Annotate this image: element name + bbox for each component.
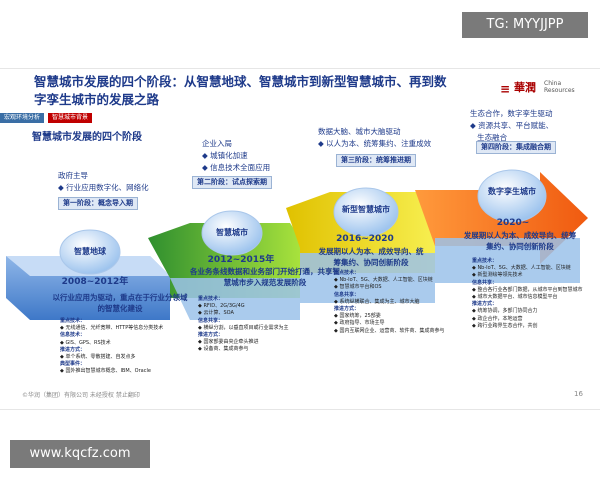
detail-item: ◆ 政企合作，本地运营 <box>472 315 523 322</box>
stage-4-driver-item: ◆ 资源共享、平台赋能、 <box>470 121 554 130</box>
stage-1-title: 智慧地球 <box>74 247 106 256</box>
detail-heading: 信息共享： <box>198 317 224 324</box>
detail-heading: 推进方式： <box>198 332 224 339</box>
stage-2-title: 智慧城市 <box>216 228 248 237</box>
stage-2-description: 各业务条线数据和业务部门开始打通，共享智慧城市步入规范发展阶段 <box>190 267 340 287</box>
stage-4-details: 重点技术： ◆ Nb-IoT、5G、大数据、人工智能、区块链 ◆ 新型测绘等领先… <box>472 258 590 330</box>
breadcrumb-section: 宏观环境分析 <box>0 113 45 123</box>
detail-item: ◆ 政府指导、市场主导 <box>334 320 385 327</box>
stage-4-title: 数字孪生城市 <box>488 187 536 196</box>
stage-4-sphere <box>477 169 547 223</box>
stage-2-driver-item: ◆ 信息技术全面应用 <box>202 163 271 172</box>
detail-item: ◆ 国内互联网企业、运营商、软件商、集成商参与 <box>334 327 445 334</box>
stage-steps-graphic <box>6 169 588 320</box>
stage-4-description: 发展期以人为本、成效导向、统筹集约、协同创新阶段 <box>463 231 577 251</box>
stage-4-driver-title: 生态合作，数字孪生驱动 <box>470 109 553 118</box>
detail-heading: 典型事件： <box>60 361 86 368</box>
detail-heading: 推进方式： <box>60 346 86 353</box>
detail-item: ◆ 国外推出智慧城市概念、IBM、Oracle <box>60 368 151 375</box>
stage-2-sphere <box>201 210 263 256</box>
stage-4-label: 第四阶段：集成融合期 <box>476 141 556 154</box>
stage-3-years: 2016~2020 <box>336 234 394 244</box>
detail-item: ◆ 云计算、SOA <box>198 310 234 317</box>
stage-3-driver-title: 数据大脑、城市大脑驱动 <box>318 127 401 136</box>
stage-2-label: 第二阶段：试点探索期 <box>192 176 272 189</box>
stage-1-driver-item: ◆ 行业应用数字化、网络化 <box>58 183 149 192</box>
detail-item: ◆ 单个系统、零散搭建、自发点多 <box>60 354 136 361</box>
detail-heading: 信息技术： <box>60 332 86 339</box>
stage-3-drivers: 数据大脑、城市大脑驱动 ◆ 以人为本、统筹集约、注重成效 <box>318 126 458 150</box>
stage-3-details: 重点技术： ◆ Nb-IoT、5G、大数据、人工智能、区块链 ◆ 智慧城市平台和… <box>334 270 462 335</box>
stage-1-years: 2008~2012年 <box>61 277 129 287</box>
stage-1-details: 重点技术： ◆ 无线通信、光纤宽带、HTTP等信息分类技术 信息技术： ◆ GI… <box>60 318 200 376</box>
detail-item: ◆ Nb-IoT、5G、大数据、人工智能、区块链 <box>334 277 433 284</box>
stage-1-description: 以行业应用为驱动，重点在于行业分领域的智慧化建设 <box>52 293 188 313</box>
stage-2-driver-title: 企业入局 <box>202 139 232 148</box>
detail-item: ◆ 整合各行业各部门数据，从城市平台到智慧城市 <box>472 286 583 293</box>
detail-item: ◆ 无线通信、光纤宽带、HTTP等信息分类技术 <box>60 325 164 332</box>
detail-item: ◆ Nb-IoT、5G、大数据、人工智能、区块链 <box>472 265 571 272</box>
stage-1-driver-title: 政府主导 <box>58 171 88 180</box>
logo-icon: ≡ <box>500 82 511 96</box>
stage-1-drivers: 政府主导 ◆ 行业应用数字化、网络化 <box>58 170 188 194</box>
stage-2-driver-item: ◆ 城镇化加速 <box>202 151 248 160</box>
detail-item: ◆ GIS、GPS、RS技术 <box>60 339 111 346</box>
detail-heading: 推进方式： <box>334 306 360 313</box>
detail-item: ◆ 设备商、集成商参与 <box>198 346 249 353</box>
logo-text-cn: 華潤 <box>514 81 536 94</box>
logo-text-en: China Resources <box>544 80 575 94</box>
detail-item: ◆ 统筹协调，多部门协同合力 <box>472 308 538 315</box>
detail-heading: 重点技术： <box>198 296 224 302</box>
detail-item: ◆ 城市大数据平台、城市信息模型平台 <box>472 294 558 301</box>
detail-heading: 推进方式： <box>472 301 498 308</box>
section-subtitle: 智慧城市发展的四个阶段 <box>32 132 142 143</box>
detail-heading: 信息共享： <box>472 279 498 286</box>
stage-3-label: 第三阶段：统筹推进期 <box>336 154 416 167</box>
detail-item: ◆ RFID、2G/3G/4G <box>198 303 245 310</box>
stage-3-sphere <box>333 187 399 237</box>
watermark-bottom: www.kqcfz.com <box>10 440 150 468</box>
breadcrumb-topic: 智慧城市背景 <box>48 113 93 123</box>
detail-heading: 重点技术： <box>472 258 498 264</box>
slide-footer: ©华润（集团）有限公司 未经授权 禁止翻印 <box>22 392 140 399</box>
stage-3-title: 新型智慧城市 <box>342 205 390 214</box>
detail-item: ◆ 国家部委由央企牵头推进 <box>198 339 259 346</box>
stage-2-years: 2012~2015年 <box>207 255 275 265</box>
stage-4-drivers: 生态合作，数字孪生驱动 ◆ 资源共享、平台赋能、 生态融合 <box>470 108 594 144</box>
stage-1-sphere <box>59 229 121 275</box>
stage-2-drivers: 企业入局 ◆ 城镇化加速 ◆ 信息技术全面应用 <box>202 138 322 174</box>
stage-3-description: 发展期以人为本、成效导向、统筹集约、协同创新阶段 <box>318 247 424 267</box>
page-number: 16 <box>574 390 583 398</box>
stage-2-details: 重点技术： ◆ RFID、2G/3G/4G ◆ 云计算、SOA 信息共享： ◆ … <box>198 296 338 354</box>
detail-item: ◆ 系统纵横联合、集成为主、城市大脑 <box>334 298 420 305</box>
stage-1-label: 第一阶段：概念导入期 <box>58 197 138 210</box>
detail-heading: 重点技术： <box>334 270 360 276</box>
detail-item: ◆ 跨行业跨界生态合作，共创 <box>472 322 538 329</box>
stage-4-years: 2020~ <box>496 218 530 228</box>
detail-item: ◆ 国家统筹，25部委 <box>334 313 381 320</box>
slide-title: 智慧城市发展的四个阶段：从智慧地球、智慧城市到新型智慧城市、再到数字孪生城市的发… <box>34 74 447 107</box>
detail-item: ◆ 智慧城市平台和OS <box>334 284 382 291</box>
detail-heading: 信息共享： <box>334 291 360 298</box>
detail-item: ◆ 新型测绘等领先技术 <box>472 272 523 279</box>
detail-item: ◆ 横纵分割，以垂直项目或行业需求为主 <box>198 324 289 331</box>
stage-4-driver-item: 生态融合 <box>477 133 508 142</box>
detail-heading: 重点技术： <box>60 318 86 324</box>
watermark-top: TG: MYYJJPP <box>462 12 588 38</box>
stage-3-driver-item: ◆ 以人为本、统筹集约、注重成效 <box>318 139 432 148</box>
